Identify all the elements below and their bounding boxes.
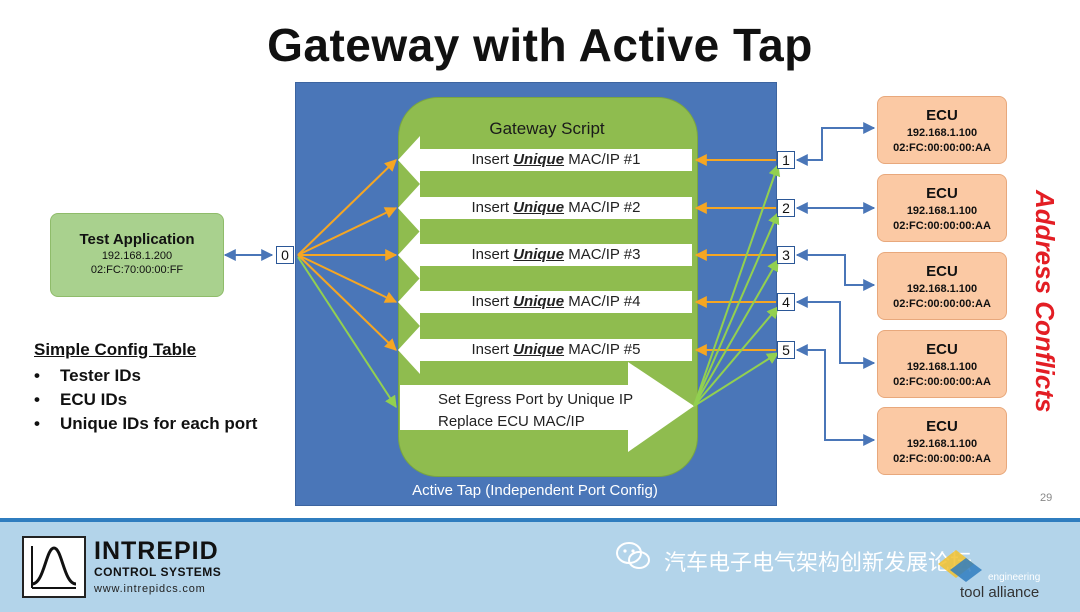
list-item-text: Tester IDs bbox=[60, 366, 141, 385]
ecu-name: ECU bbox=[926, 341, 958, 358]
insert-post: MAC/IP #3 bbox=[564, 246, 641, 263]
ecu-mac: 02:FC:00:00:00:AA bbox=[893, 453, 991, 465]
port-5: 5 bbox=[777, 341, 795, 359]
insert-label-3: Insert Unique MAC/IP #3 bbox=[420, 244, 692, 266]
port-4: 4 bbox=[777, 293, 795, 311]
insert-unique: Unique bbox=[513, 151, 565, 168]
slide-title: Gateway with Active Tap bbox=[267, 19, 813, 71]
watermark-text: 汽车电子电气架构创新发展论坛 bbox=[664, 550, 973, 575]
tool-alliance-logo-icon bbox=[938, 550, 982, 582]
list-item: •Tester IDs bbox=[34, 366, 141, 385]
list-item: •Unique IDs for each port bbox=[34, 414, 258, 433]
ecu-mac: 02:FC:00:00:00:AA bbox=[893, 298, 991, 310]
ecu-mac: 02:FC:00:00:00:AA bbox=[893, 376, 991, 388]
insert-arrow-5 bbox=[398, 326, 692, 374]
brand-name: INTREPID bbox=[94, 537, 219, 565]
intrepid-logo-icon bbox=[22, 536, 86, 598]
ecu-name: ECU bbox=[926, 418, 958, 435]
ecu-node-3: ECU 192.168.1.100 02:FC:00:00:00:AA bbox=[877, 252, 1007, 320]
insert-label-1: Insert Unique MAC/IP #1 bbox=[420, 149, 692, 171]
insert-unique: Unique bbox=[513, 341, 565, 358]
ecu-ip: 192.168.1.100 bbox=[906, 438, 978, 450]
list-item-text: Unique IDs for each port bbox=[60, 414, 258, 433]
ecu-name: ECU bbox=[926, 263, 958, 280]
tool-alliance-label: tool alliance bbox=[960, 584, 1040, 601]
insert-unique: Unique bbox=[513, 199, 565, 216]
test-app-mac: 02:FC:70:00:00:FF bbox=[90, 264, 184, 276]
footer-bar bbox=[0, 518, 1080, 612]
insert-label-4: Insert Unique MAC/IP #4 bbox=[420, 291, 692, 313]
engineering-label: engineering bbox=[988, 572, 1041, 583]
active-tap-label: Active Tap (Independent Port Config) bbox=[412, 482, 658, 499]
orange-port-arrows bbox=[694, 154, 776, 356]
test-application-node: Test Application 192.168.1.200 02:FC:70:… bbox=[50, 213, 224, 297]
ecu-ip: 192.168.1.100 bbox=[906, 205, 978, 217]
port-0: 0 bbox=[276, 246, 294, 264]
port-2: 2 bbox=[777, 199, 795, 217]
ecu-mac: 02:FC:00:00:00:AA bbox=[893, 220, 991, 232]
gateway-script-title: Gateway Script bbox=[489, 119, 605, 138]
ecu-node-5: ECU 192.168.1.100 02:FC:00:00:00:AA bbox=[877, 407, 1007, 475]
brand-url: www.intrepidcs.com bbox=[94, 583, 206, 595]
ecu-node-2: ECU 192.168.1.100 02:FC:00:00:00:AA bbox=[877, 174, 1007, 242]
insert-pre: Insert bbox=[471, 341, 514, 358]
insert-arrow-2 bbox=[398, 184, 692, 232]
insert-post: MAC/IP #2 bbox=[564, 199, 641, 216]
egress-line-2: Replace ECU MAC/IP bbox=[438, 413, 585, 430]
ecu-ip: 192.168.1.100 bbox=[906, 283, 978, 295]
insert-pre: Insert bbox=[471, 151, 514, 168]
insert-pre: Insert bbox=[471, 293, 514, 310]
egress-text: Set Egress Port by Unique IP Replace ECU… bbox=[438, 389, 633, 433]
insert-arrow-3 bbox=[398, 231, 692, 279]
port-3: 3 bbox=[777, 246, 795, 264]
egress-line-1: Set Egress Port by Unique IP bbox=[438, 391, 634, 408]
ecu-name: ECU bbox=[926, 185, 958, 202]
address-conflicts-label: Address Conflicts bbox=[1030, 189, 1060, 413]
insert-unique: Unique bbox=[513, 293, 565, 310]
insert-pre: Insert bbox=[471, 199, 514, 216]
slide-number: 29 bbox=[1040, 492, 1053, 504]
blue-ecu-links bbox=[795, 122, 876, 446]
insert-label-2: Insert Unique MAC/IP #2 bbox=[420, 197, 692, 219]
ecu-ip: 192.168.1.100 bbox=[906, 361, 978, 373]
insert-label-5: Insert Unique MAC/IP #5 bbox=[420, 339, 692, 361]
list-item: •ECU IDs bbox=[34, 390, 128, 409]
insert-post: MAC/IP #4 bbox=[564, 293, 641, 310]
ecu-node-4: ECU 192.168.1.100 02:FC:00:00:00:AA bbox=[877, 330, 1007, 398]
ecu-ip: 192.168.1.100 bbox=[906, 127, 978, 139]
test-app-name: Test Application bbox=[79, 231, 195, 248]
insert-post: MAC/IP #1 bbox=[564, 151, 641, 168]
insert-unique: Unique bbox=[513, 246, 565, 263]
brand-subtitle: CONTROL SYSTEMS bbox=[94, 565, 222, 579]
port-1: 1 bbox=[777, 151, 795, 169]
wechat-icon bbox=[616, 542, 650, 569]
insert-arrow-1 bbox=[398, 136, 692, 184]
insert-post: MAC/IP #5 bbox=[564, 341, 641, 358]
config-table-title: Simple Config Table bbox=[34, 340, 197, 359]
egress-arrow bbox=[400, 362, 694, 452]
insert-pre: Insert bbox=[471, 246, 514, 263]
insert-arrow-4 bbox=[398, 278, 692, 326]
orange-fan bbox=[297, 159, 398, 351]
ecu-mac: 02:FC:00:00:00:AA bbox=[893, 142, 991, 154]
ecu-name: ECU bbox=[926, 107, 958, 124]
test-app-ip: 192.168.1.200 bbox=[101, 250, 173, 262]
config-table-list: •Tester IDs •ECU IDs •Unique IDs for eac… bbox=[34, 364, 257, 436]
list-item-text: ECU IDs bbox=[60, 390, 128, 409]
insert-arrows bbox=[398, 136, 694, 452]
green-lines bbox=[297, 163, 781, 409]
ecu-node-1: ECU 192.168.1.100 02:FC:00:00:00:AA bbox=[877, 96, 1007, 164]
